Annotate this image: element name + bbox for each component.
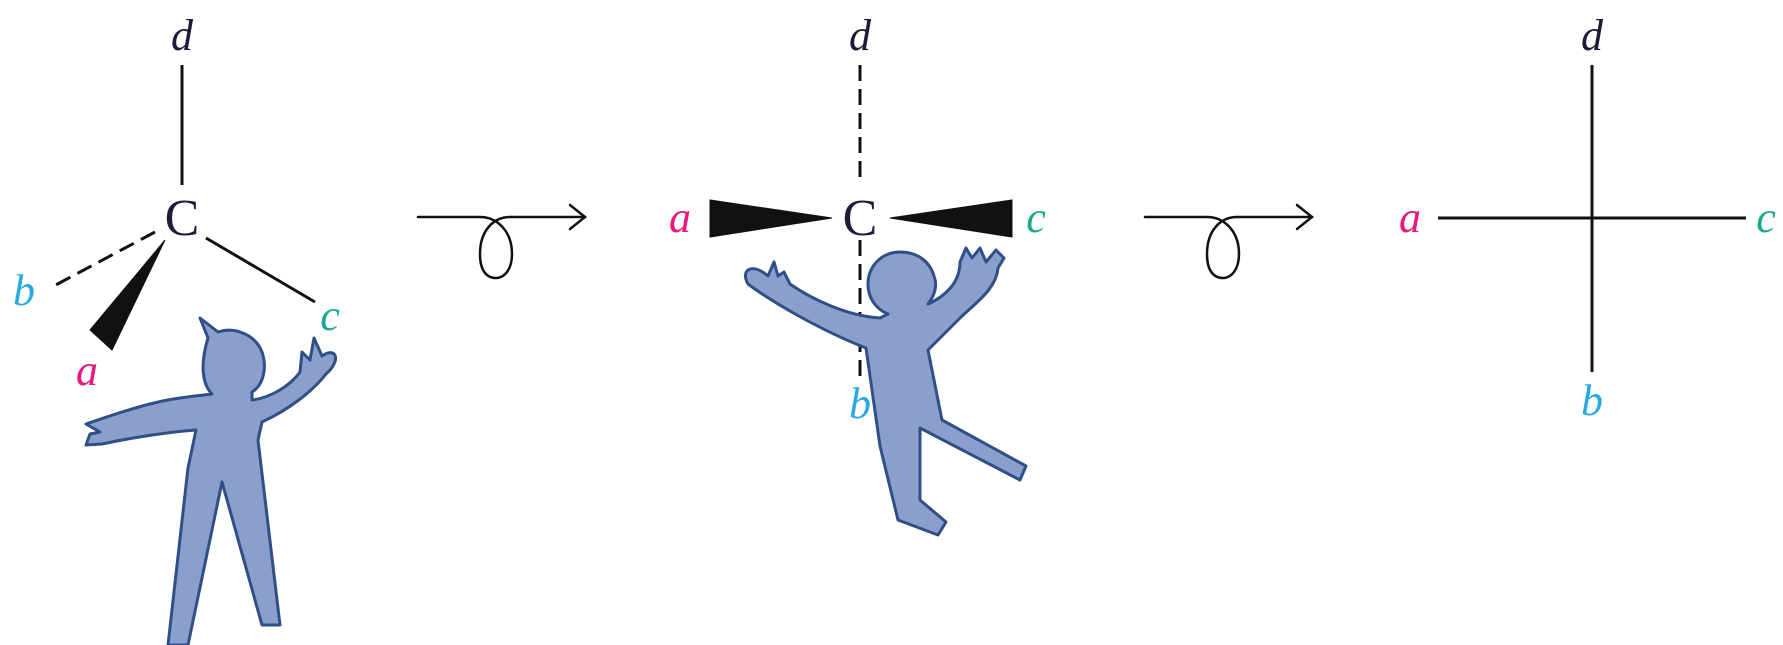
rotate-arrow-2	[1143, 203, 1315, 280]
label-b-1: b	[13, 266, 35, 315]
carbon-atom-1: C	[165, 190, 200, 247]
label-d-3: d	[1581, 11, 1604, 60]
observer-figure-icon	[84, 316, 337, 645]
label-a-3: a	[1399, 193, 1421, 242]
label-c-3: c	[1756, 193, 1776, 242]
label-c-2: c	[1026, 193, 1046, 242]
dashed-bond-b-1	[51, 230, 156, 289]
label-b-3: b	[1581, 376, 1603, 425]
label-b-2: b	[849, 379, 871, 428]
wedge-bond-c-2	[889, 199, 1013, 238]
label-c-1: c	[320, 291, 340, 340]
structure-3: d a c b	[1399, 11, 1776, 425]
rotate-arrow-1	[416, 203, 588, 280]
carbon-atom-2: C	[843, 190, 878, 247]
structure-2: C d a c b	[669, 11, 1046, 537]
label-a-2: a	[669, 193, 691, 242]
bond-c-1	[205, 236, 316, 304]
wedge-bond-a-1	[89, 239, 166, 351]
wedge-bond-a-2	[709, 199, 833, 238]
label-d-1: d	[171, 11, 194, 60]
label-d-2: d	[849, 11, 872, 60]
structure-1: C d b c a	[13, 11, 340, 645]
label-a-1: a	[76, 346, 98, 395]
hanging-observer-figure-icon	[744, 246, 1028, 537]
